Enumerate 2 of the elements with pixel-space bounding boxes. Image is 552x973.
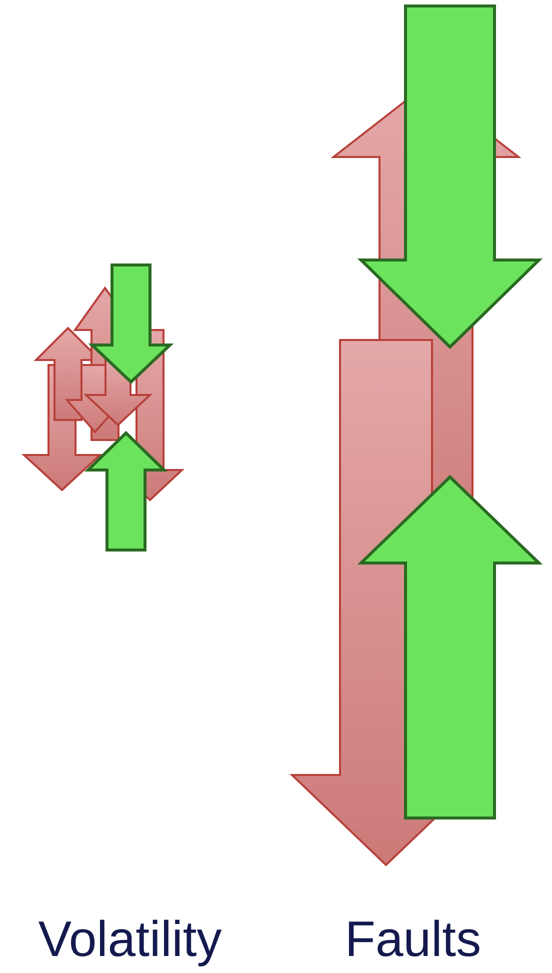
axis-label: Volatility <box>38 910 222 968</box>
axis-label: Faults <box>344 910 482 968</box>
